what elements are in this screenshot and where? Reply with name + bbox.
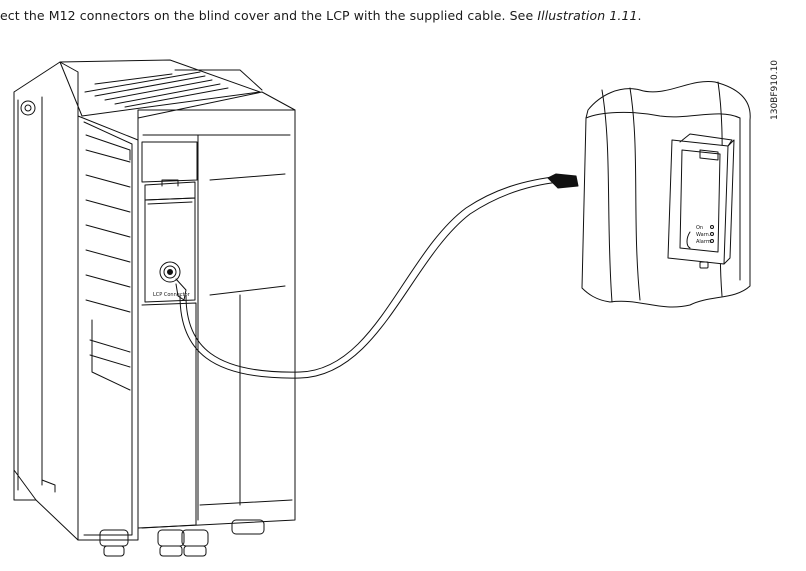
led-warn-icon: [710, 232, 714, 236]
illustration-reference[interactable]: Illustration 1.11: [537, 8, 638, 23]
drive-side-panel: [13, 61, 79, 541]
cable-glands: [99, 519, 265, 557]
drive-front-body: [137, 91, 296, 529]
drive-vented-panel: [77, 115, 139, 541]
drive-top-heatsink: [59, 59, 263, 117]
lcp-alarm-label: Alarm: [696, 239, 711, 245]
instruction-text: ect the M12 connectors on the blind cove…: [0, 8, 642, 23]
cabinet-wall: [581, 80, 751, 308]
cable: [179, 175, 561, 379]
lcp-panel: [667, 133, 735, 269]
led-on-icon: [710, 225, 714, 229]
lcp-connector-label: LCP Connector: [153, 292, 191, 298]
led-alarm-icon: [710, 239, 714, 243]
m12-connector-drive: [159, 261, 187, 301]
instruction-text-end: .: [637, 8, 642, 23]
lcp-on-label: On: [696, 225, 703, 231]
lcp-warn-label: Warn.: [696, 232, 711, 238]
blind-cover: [141, 141, 198, 529]
instruction-text-main: ect the M12 connectors on the blind cove…: [0, 8, 538, 23]
cable-end-connector: [547, 173, 579, 189]
